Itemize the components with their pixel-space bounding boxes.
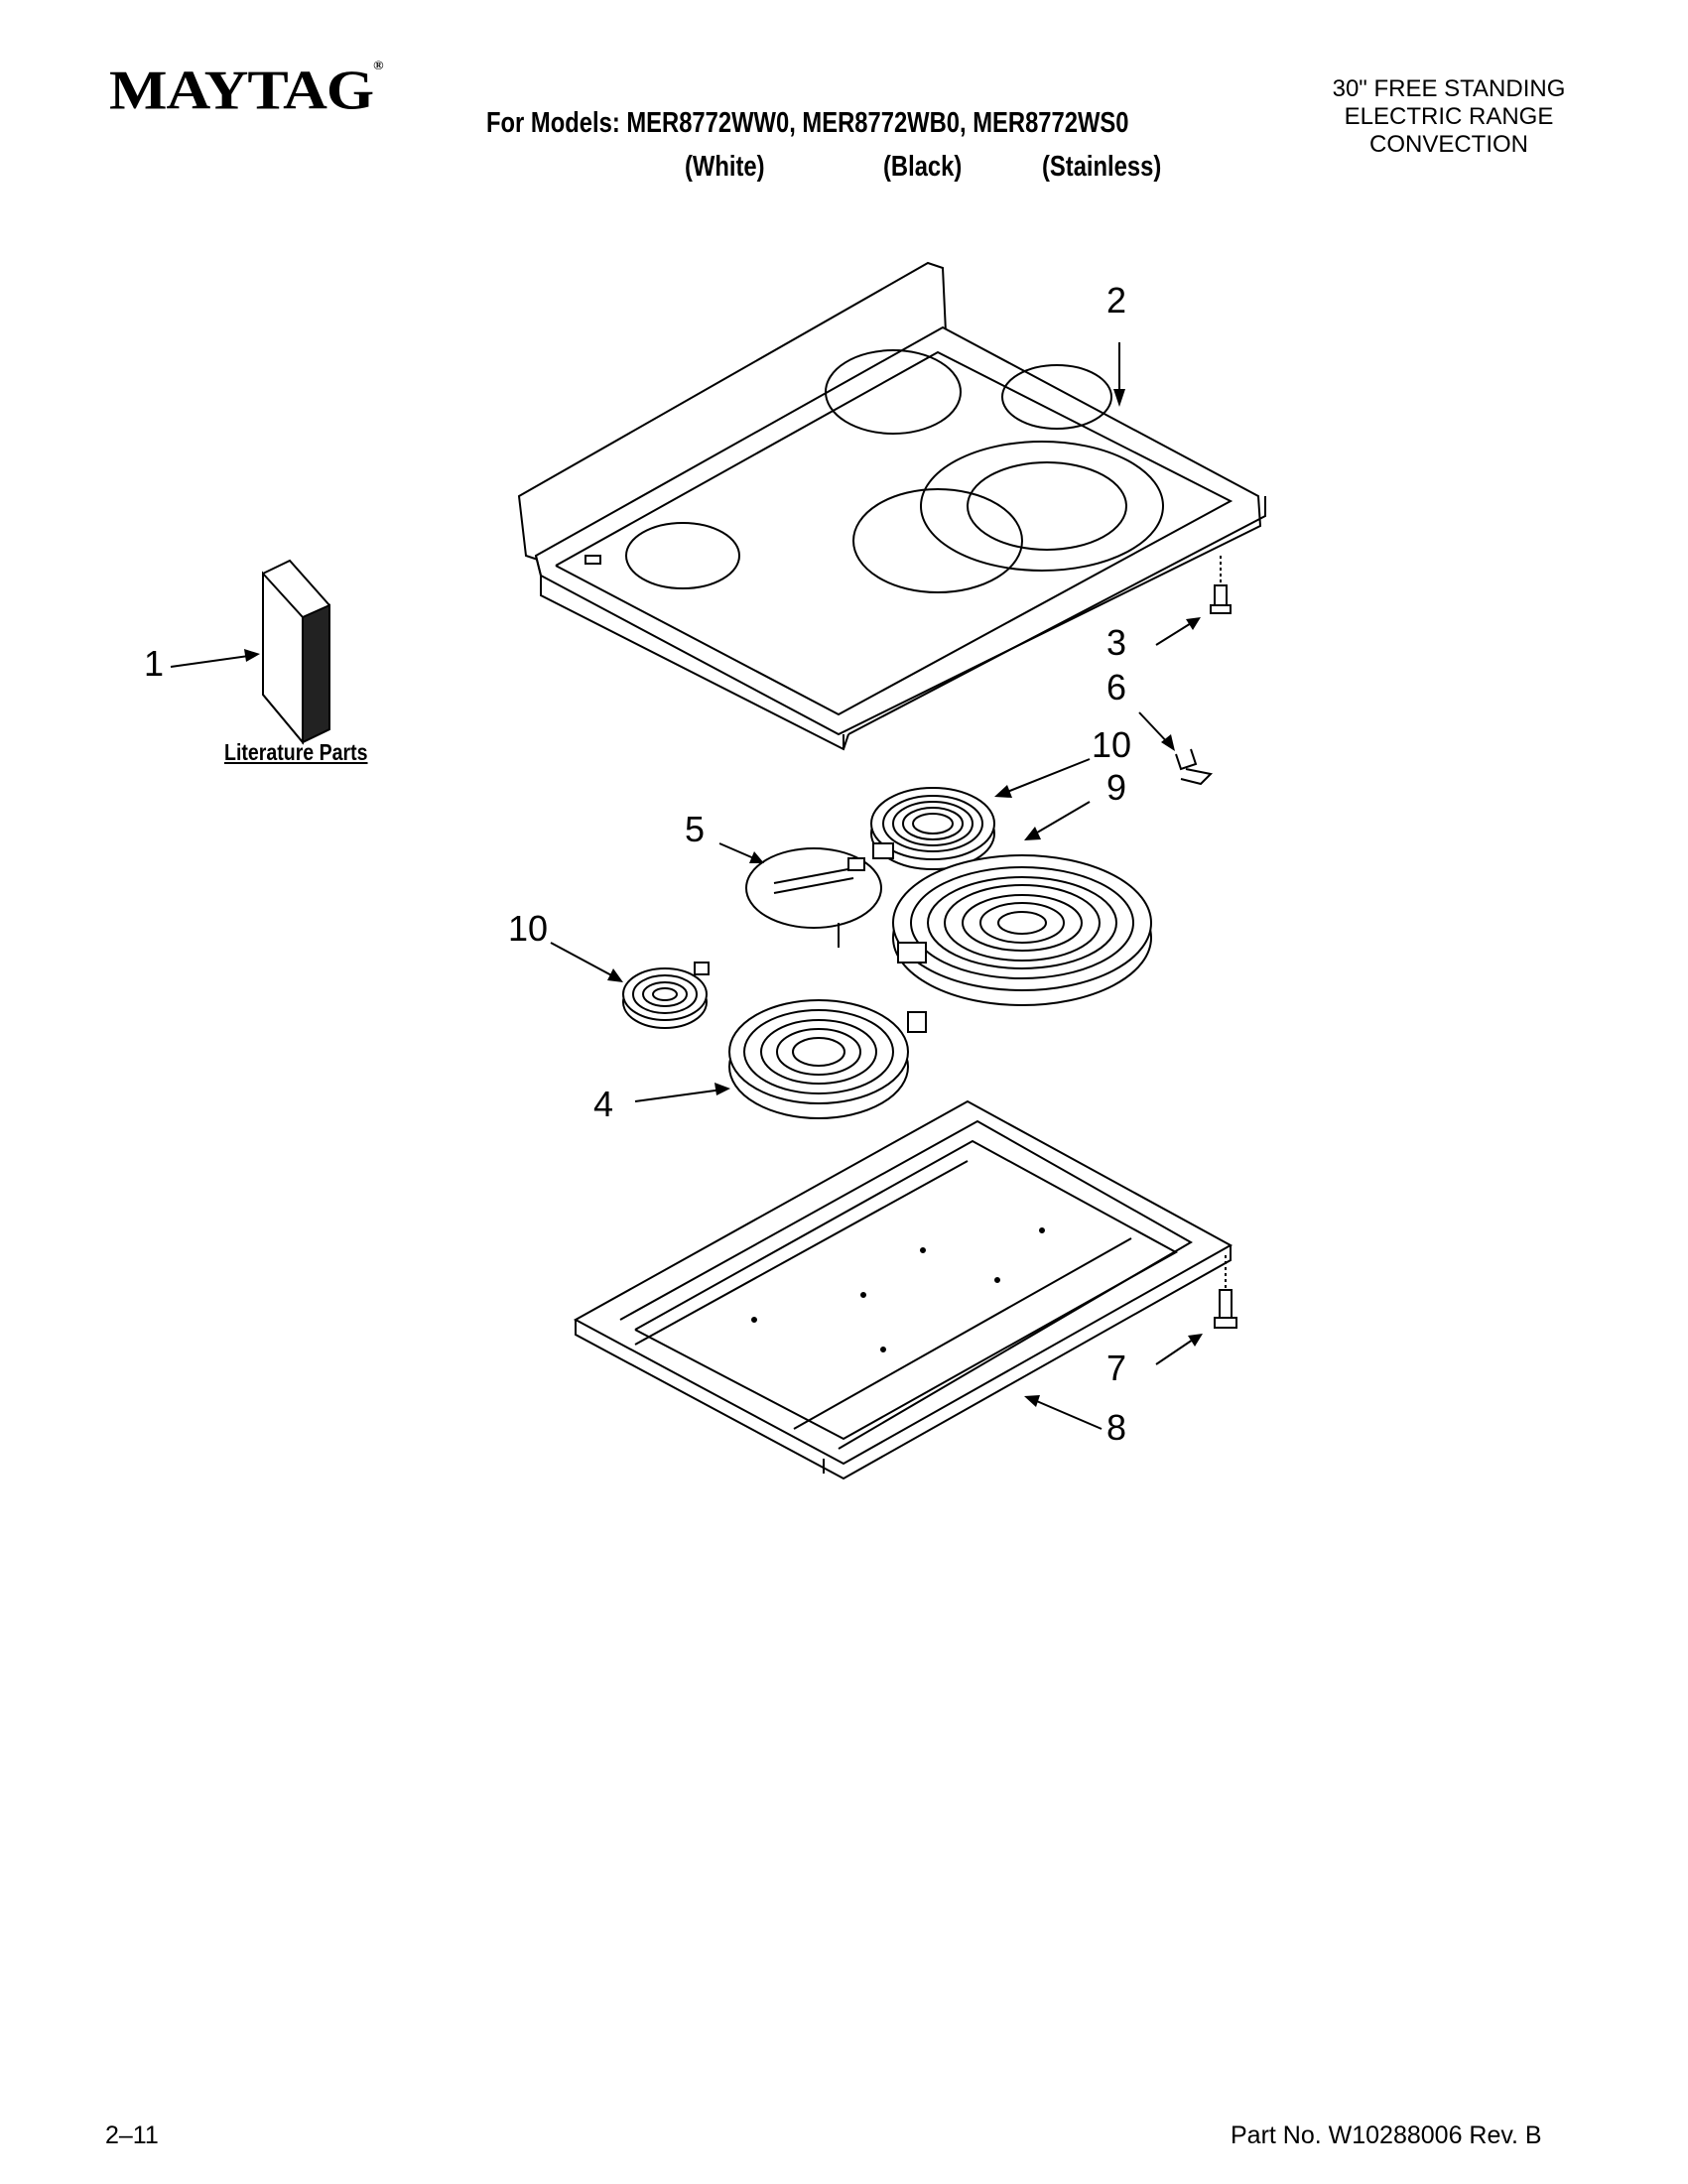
leader-line-8 bbox=[1031, 1398, 1103, 1430]
arrow-head-6 bbox=[1161, 734, 1175, 751]
category-block: 30" FREE STANDING ELECTRIC RANGE CONVECT… bbox=[1280, 75, 1618, 159]
category-line-3: CONVECTION bbox=[1368, 131, 1528, 158]
callout-4: 4 bbox=[593, 1084, 614, 1124]
callout-3: 3 bbox=[1106, 622, 1127, 663]
callout-5: 5 bbox=[685, 809, 706, 849]
screw-bottom bbox=[1214, 1255, 1237, 1329]
callout-1: 1 bbox=[144, 643, 165, 684]
leader-line-10b bbox=[550, 942, 616, 978]
leader-line-7 bbox=[1155, 1337, 1197, 1365]
radiant-element-small-lower bbox=[622, 962, 710, 1029]
callout-8: 8 bbox=[1106, 1407, 1127, 1448]
heat-shield-plate bbox=[745, 847, 882, 948]
color-stainless: (Stainless) bbox=[1042, 151, 1162, 183]
arrow-head-2 bbox=[1113, 389, 1125, 407]
arrow-head-3 bbox=[1186, 617, 1201, 630]
arrow-head-10b bbox=[607, 968, 623, 982]
callout-6: 6 bbox=[1106, 667, 1127, 707]
color-white: (White) bbox=[685, 151, 765, 183]
leader-line-10a bbox=[1001, 758, 1091, 795]
leader-line-4 bbox=[634, 1089, 723, 1102]
category-line-2: ELECTRIC RANGE bbox=[1344, 103, 1554, 130]
models-line: For Models: MER8772WW0, MER8772WB0, MER8… bbox=[486, 107, 1129, 139]
callout-10-lower: 10 bbox=[508, 908, 549, 949]
arrow-head-4 bbox=[714, 1083, 730, 1095]
arrow-head-5 bbox=[749, 851, 764, 863]
category-line-1: 30" FREE STANDING bbox=[1332, 75, 1566, 102]
radiant-element-large bbox=[892, 854, 1152, 1006]
cooktop-main-top bbox=[517, 261, 1266, 751]
arrow-head-10a bbox=[994, 785, 1012, 798]
literature-parts-label: Literature Parts bbox=[224, 739, 368, 765]
callout-7: 7 bbox=[1106, 1348, 1127, 1388]
clip-part bbox=[1175, 748, 1214, 786]
arrow-head-7 bbox=[1188, 1334, 1203, 1347]
arrow-head-9 bbox=[1024, 827, 1041, 840]
brand-logo: MAYTAG® bbox=[109, 60, 384, 123]
color-black: (Black) bbox=[883, 151, 963, 183]
registered-mark: ® bbox=[373, 60, 384, 73]
callout-9: 9 bbox=[1106, 767, 1127, 808]
leader-line-9 bbox=[1031, 801, 1091, 836]
burner-box-pan bbox=[573, 1099, 1234, 1480]
literature-booklet bbox=[262, 559, 330, 745]
part-number: Part No. W10288006 Rev. B bbox=[1231, 2121, 1542, 2149]
callout-2: 2 bbox=[1106, 280, 1127, 321]
brand-name: MAYTAG bbox=[109, 60, 374, 122]
arrow-head-8 bbox=[1024, 1395, 1040, 1407]
screw-top bbox=[1210, 556, 1232, 614]
arrow-head-1 bbox=[244, 649, 260, 662]
callout-10-upper: 10 bbox=[1092, 724, 1132, 765]
radiant-element-small-upper bbox=[870, 787, 995, 870]
leader-line-1 bbox=[170, 654, 257, 668]
page-number: 2–11 bbox=[105, 2121, 159, 2149]
leader-line-5 bbox=[718, 842, 757, 860]
radiant-element-medium bbox=[728, 999, 927, 1119]
